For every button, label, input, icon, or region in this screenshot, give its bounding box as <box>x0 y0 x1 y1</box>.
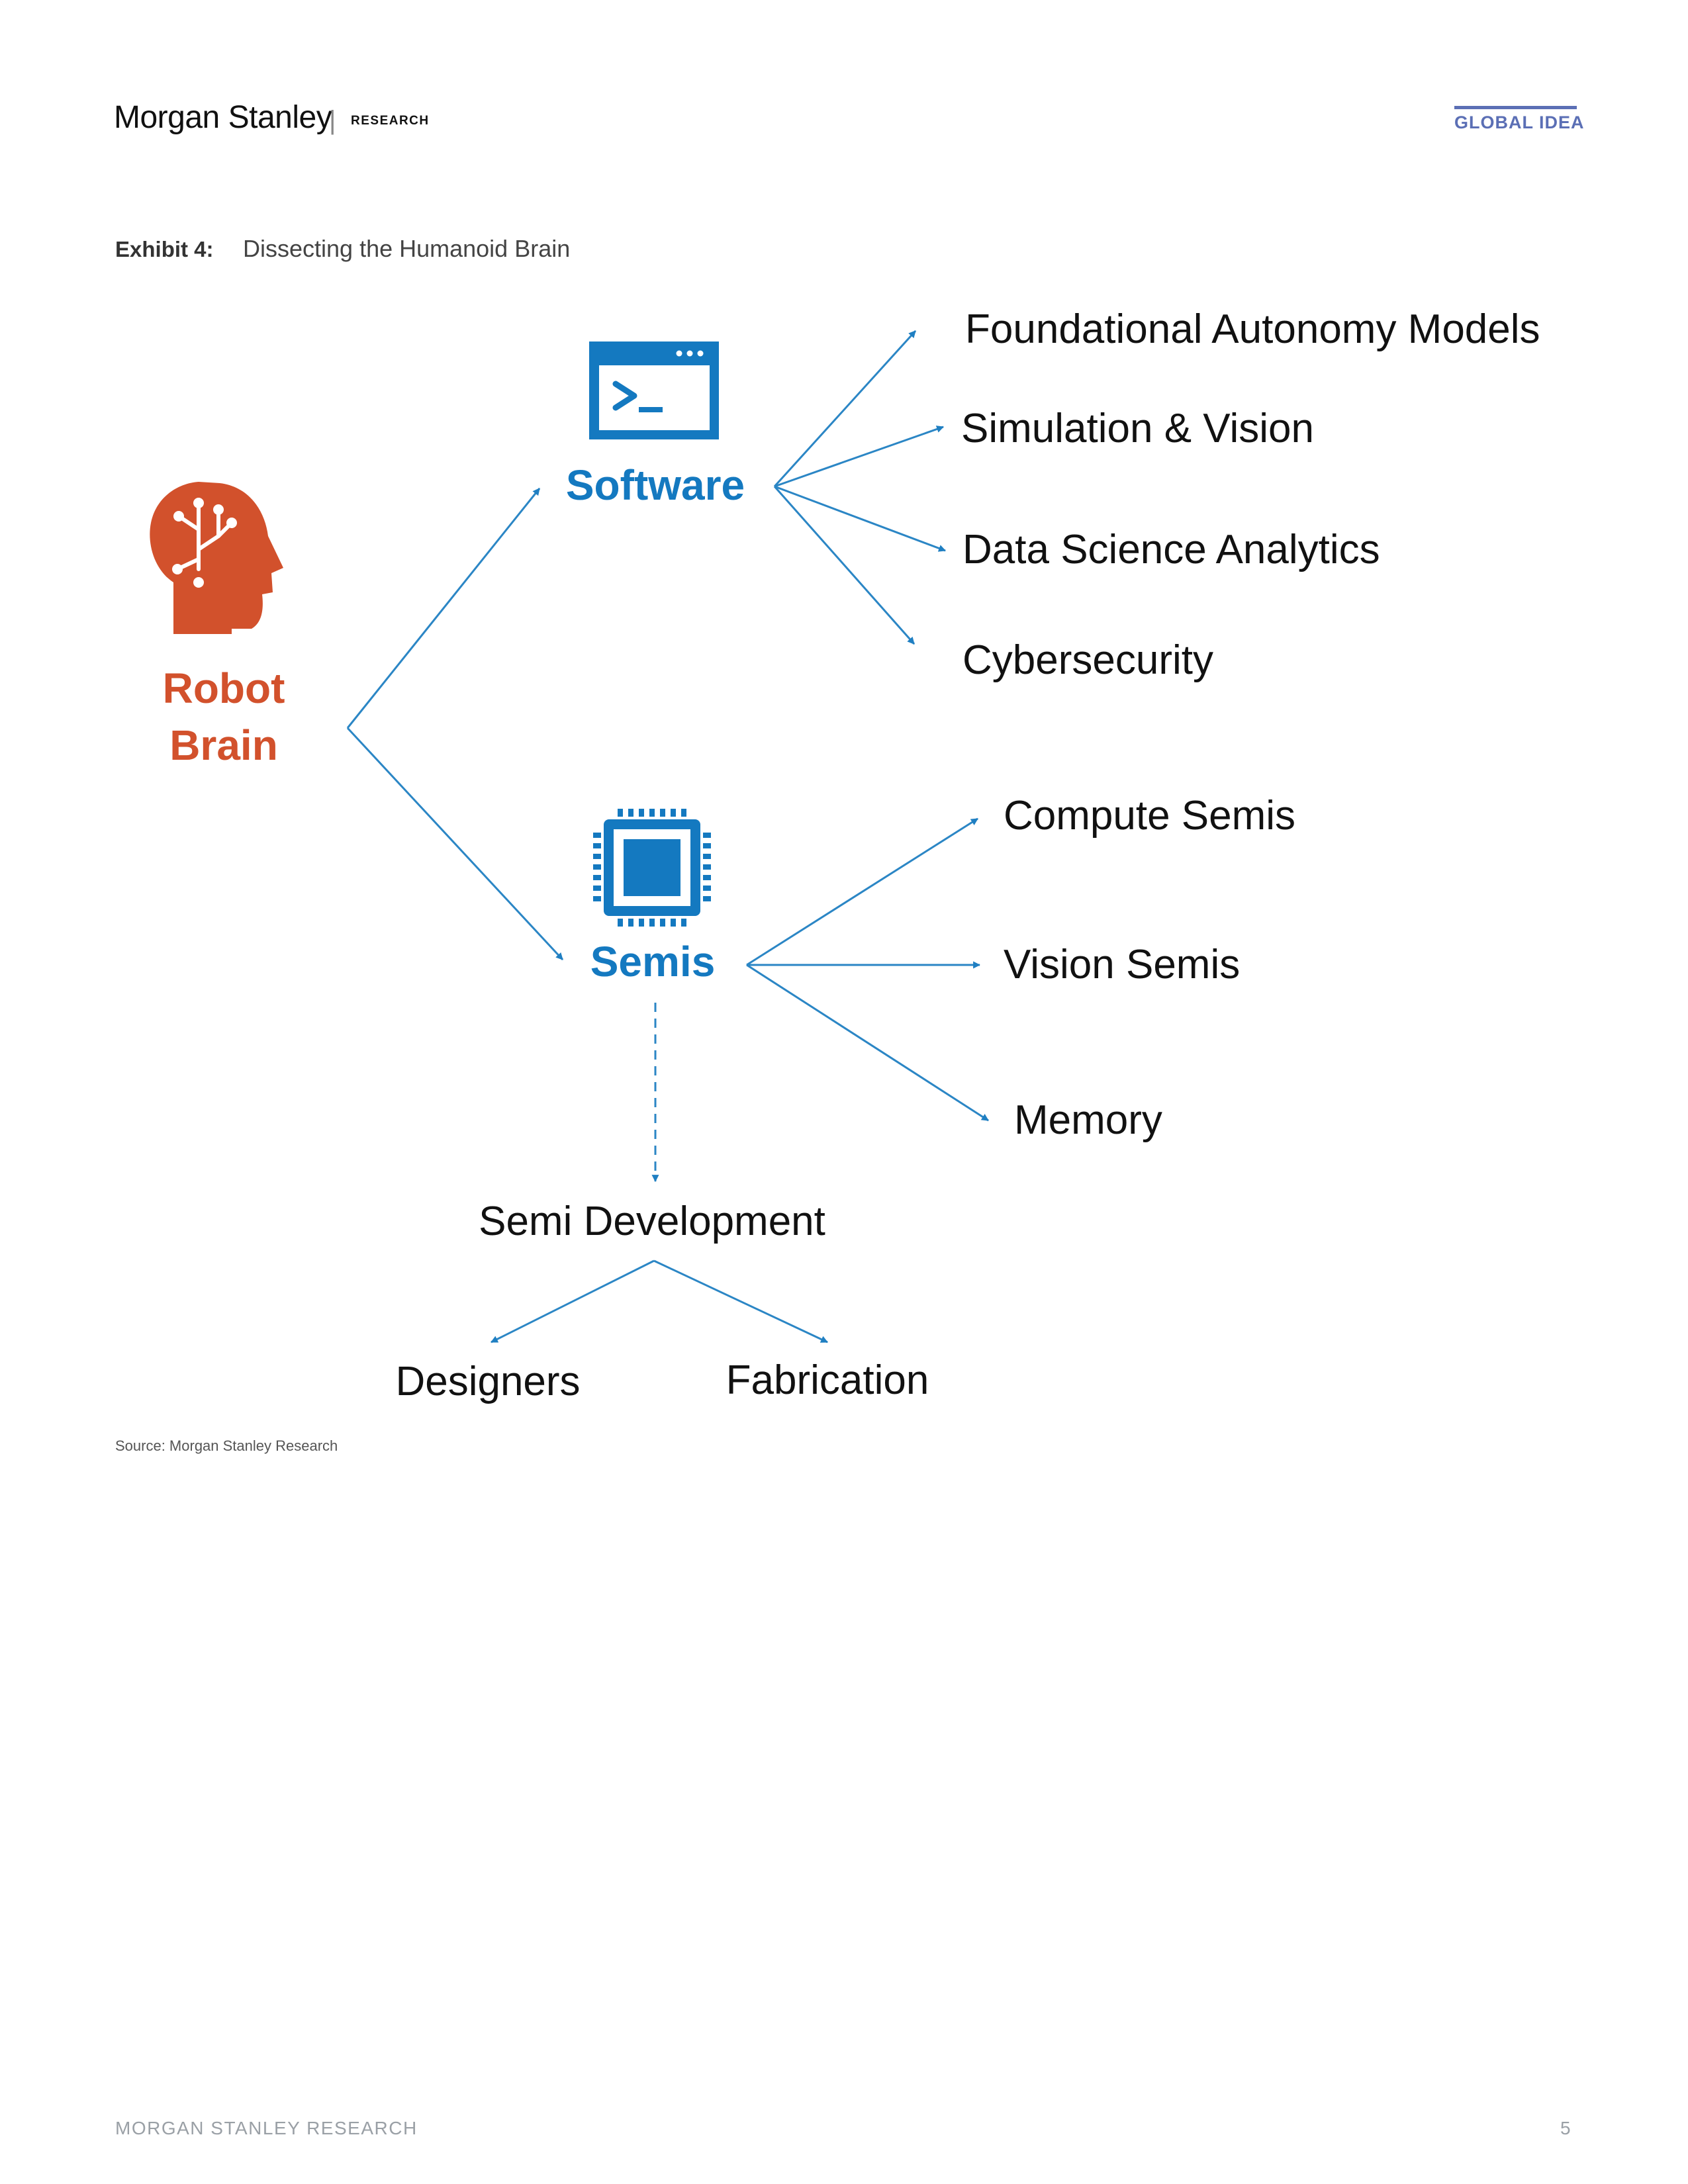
software-child-cybersecurity: Cybersecurity <box>962 637 1213 683</box>
source-note: Source: Morgan Stanley Research <box>115 1437 338 1454</box>
global-idea-tag: GLOBAL IDEA <box>1454 113 1585 132</box>
brand-research-label: RESEARCH <box>351 114 430 128</box>
brain-head-icon <box>150 482 283 634</box>
microchip-icon <box>593 809 711 927</box>
semis-child-compute: Compute Semis <box>1004 793 1295 839</box>
arrow-brain-to-semis <box>346 727 564 961</box>
software-child-foundational: Foundational Autonomy Models <box>965 306 1540 352</box>
robot-label-line1: Robot <box>163 664 285 712</box>
arrow-semidev-to-fabrication <box>653 1259 828 1343</box>
semis-label: Semis <box>590 938 716 985</box>
brand-logo: Morgan Stanley <box>114 100 332 135</box>
brand-separator: | <box>329 106 336 135</box>
global-idea-rule <box>1454 106 1577 109</box>
page-number: 5 <box>1560 2118 1571 2138</box>
terminal-window-icon <box>589 341 719 439</box>
arrow-software-to-data-science <box>774 485 947 552</box>
arrow-semidev-to-designers <box>491 1259 655 1343</box>
semis-child-memory: Memory <box>1014 1097 1162 1143</box>
footer-publisher: MORGAN STANLEY RESEARCH <box>115 2118 418 2138</box>
arrow-software-to-cybersecurity <box>773 486 915 645</box>
exhibit-title: Dissecting the Humanoid Brain <box>243 235 571 262</box>
semis-child-vision: Vision Semis <box>1004 942 1240 987</box>
arrow-semis-to-memory <box>746 964 989 1122</box>
software-child-data-science: Data Science Analytics <box>962 527 1380 572</box>
robot-label-line2: Brain <box>169 721 278 769</box>
semidev-child-designers: Designers <box>395 1359 580 1404</box>
software-child-simulation: Simulation & Vision <box>961 406 1314 451</box>
arrow-software-to-simulation <box>774 426 945 488</box>
arrow-brain-to-software <box>346 488 541 729</box>
arrow-semis-to-compute <box>746 817 978 966</box>
semidev-child-fabrication: Fabrication <box>726 1357 929 1403</box>
semi-development-label: Semi Development <box>479 1199 825 1244</box>
exhibit-label: Exhibit 4: <box>115 237 214 261</box>
arrow-software-to-foundational <box>773 330 917 488</box>
software-label: Software <box>566 461 745 509</box>
